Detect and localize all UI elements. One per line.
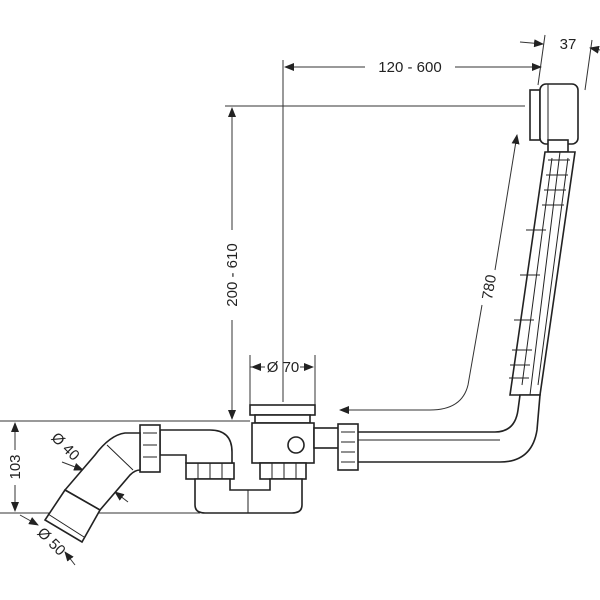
label-height: 103: [7, 454, 24, 479]
trap: [185, 462, 303, 514]
reference-lines: [0, 34, 593, 514]
label-inlet-diameter: Ø 40: [48, 429, 83, 464]
dimension-lines: [11, 39, 600, 566]
label-overflow-depth: 37: [560, 36, 577, 53]
drain-valve: [249, 404, 359, 480]
overflow-pipe: [356, 394, 541, 463]
flexible-hose: [509, 151, 576, 396]
label-drain-diameter: Ø 70: [267, 359, 300, 376]
label-vertical-range: 200 - 610: [224, 243, 241, 306]
label-cable-length: 780: [479, 273, 500, 301]
dimension-labels: 120 - 600 37 200 - 610 780 Ø 70 103 Ø 40…: [7, 36, 576, 559]
outlet-pipe: [43, 424, 233, 544]
label-horizontal-range: 120 - 600: [378, 59, 441, 76]
overflow-head: [529, 83, 579, 153]
